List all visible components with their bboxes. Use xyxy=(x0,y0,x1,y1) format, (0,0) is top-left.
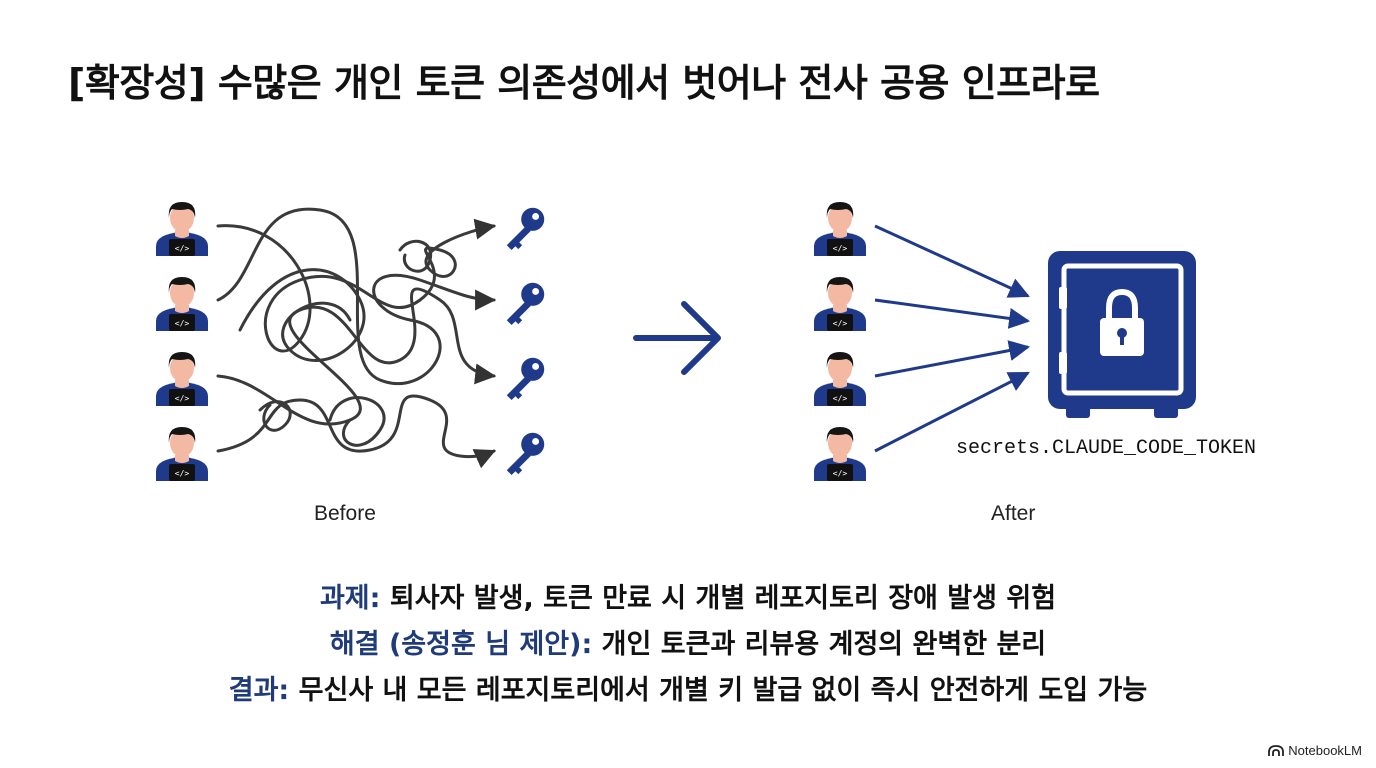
developer-icon xyxy=(156,352,208,406)
developer-icon xyxy=(156,427,208,481)
tangled-token-lines xyxy=(216,207,497,469)
summary-label: 과제: xyxy=(319,583,381,614)
developer-icon xyxy=(814,202,866,256)
secret-name-label: secrets.CLAUDE_CODE_TOKEN xyxy=(956,437,1257,460)
safe-lock-icon xyxy=(1048,251,1196,418)
arrow-right-icon xyxy=(633,301,721,375)
key-icon xyxy=(506,282,545,326)
summary-line-solution: 해결 (송정훈 님 제안): 개인 토큰과 리뷰용 계정의 완벽한 분리 xyxy=(0,622,1376,668)
developer-icon xyxy=(156,202,208,256)
brand-watermark: NotebookLM xyxy=(1268,743,1362,758)
summary-text: 퇴사자 발생, 토큰 만료 시 개별 레포지토리 장애 발생 위험 xyxy=(380,583,1057,614)
key-icon xyxy=(506,207,545,251)
brand-name: NotebookLM xyxy=(1288,743,1362,758)
summary-label: 해결 (송정훈 님 제안): xyxy=(329,629,593,660)
summary-text: 개인 토큰과 리뷰용 계정의 완벽한 분리 xyxy=(592,629,1047,660)
developer-icon xyxy=(814,352,866,406)
summary-line-challenge: 과제: 퇴사자 발생, 토큰 만료 시 개별 레포지토리 장애 발생 위험 xyxy=(0,576,1376,622)
key-icon xyxy=(506,357,545,401)
summary-line-result: 결과: 무신사 내 모든 레포지토리에서 개별 키 발급 없이 즉시 안전하게 … xyxy=(0,668,1376,714)
after-caption: After xyxy=(991,502,1036,525)
summary-label: 결과: xyxy=(228,675,290,706)
page-title: [확장성] 수많은 개인 토큰 의존성에서 벗어나 전사 공용 인프라로 xyxy=(68,61,1100,105)
developer-icon xyxy=(814,427,866,481)
access-arrows xyxy=(874,224,1031,453)
summary-block: 과제: 퇴사자 발생, 토큰 만료 시 개별 레포지토리 장애 발생 위험 해결… xyxy=(0,576,1376,714)
developer-icon xyxy=(156,277,208,331)
developer-icon xyxy=(814,277,866,331)
summary-text: 무신사 내 모든 레포지토리에서 개별 키 발급 없이 즉시 안전하게 도입 가… xyxy=(289,675,1148,706)
key-icon xyxy=(506,432,545,476)
before-caption: Before xyxy=(314,502,376,525)
notebooklm-logo-icon xyxy=(1268,744,1285,756)
